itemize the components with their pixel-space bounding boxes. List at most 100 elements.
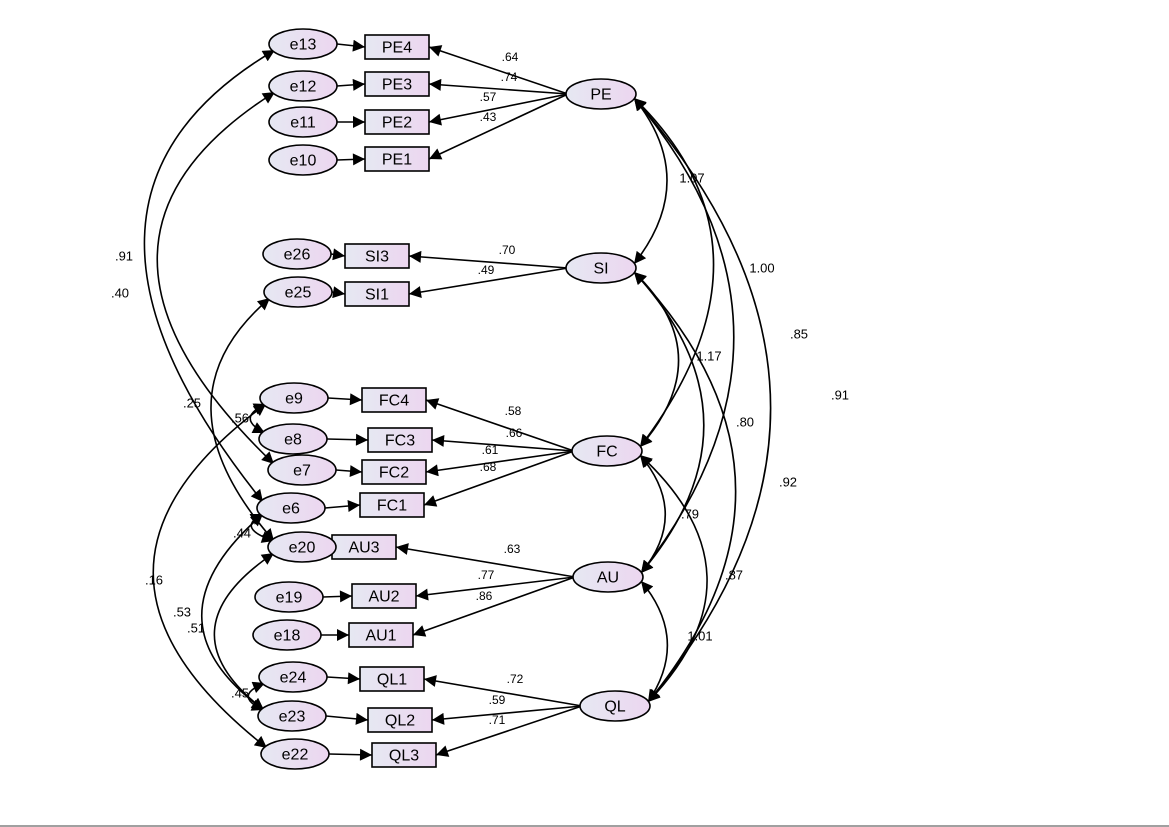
- observed-label: FC4: [379, 393, 409, 410]
- loading-arrow-si-si3: [408, 250, 569, 269]
- error-term-e12[interactable]: e12: [268, 70, 338, 102]
- error-arrow-e13: [336, 39, 366, 52]
- error-arrow-e23: [325, 712, 369, 725]
- covariance-e9-e22: [152, 403, 268, 749]
- error-arrow-e8: [326, 433, 369, 446]
- observed-variable-si3[interactable]: SI3: [344, 243, 410, 269]
- error-ellipse: [259, 382, 329, 414]
- error-term-e22[interactable]: e22: [260, 738, 330, 770]
- error-term-e13[interactable]: e13: [268, 28, 338, 60]
- covariance-label: .16: [145, 573, 163, 588]
- error-arrow-e12: [336, 78, 366, 91]
- observed-box: [364, 34, 430, 60]
- error-term-e7[interactable]: e7: [267, 454, 337, 486]
- loading-arrow-pe-pe3: [428, 78, 569, 95]
- latent-variable-si[interactable]: SI: [565, 252, 637, 284]
- observed-variable-au1[interactable]: AU1: [348, 622, 414, 648]
- error-term-e10[interactable]: e10: [268, 144, 338, 176]
- observed-variable-fc4[interactable]: FC4: [361, 387, 427, 413]
- observed-variable-si1[interactable]: SI1: [344, 281, 410, 307]
- observed-label: QL1: [377, 672, 407, 689]
- error-arrow-e7: [335, 465, 363, 478]
- loading-arrow-fc-fc4: [425, 398, 575, 452]
- error-term-e9[interactable]: e9: [259, 382, 329, 414]
- observed-variable-fc1[interactable]: FC1: [359, 492, 425, 518]
- latent-variable-au[interactable]: AU: [572, 561, 644, 593]
- observed-variable-fc3[interactable]: FC3: [367, 427, 433, 453]
- paths-layer: [143, 39, 772, 761]
- observed-label: PE3: [382, 77, 412, 94]
- observed-box: [361, 387, 427, 413]
- error-term-e19[interactable]: e19: [254, 581, 324, 613]
- observed-box: [364, 109, 430, 135]
- error-term-e26[interactable]: e26: [262, 238, 332, 270]
- loading-arrow-au-au1: [412, 576, 576, 637]
- covariance-label: .92: [779, 475, 797, 490]
- observed-label: PE2: [382, 115, 412, 132]
- loading-label: .58: [505, 404, 522, 418]
- error-term-e11[interactable]: e11: [268, 106, 338, 138]
- error-term-e6[interactable]: e6: [256, 492, 326, 524]
- latent-ellipse: [579, 690, 651, 722]
- observed-variable-fc2[interactable]: FC2: [361, 459, 427, 485]
- error-label: e6: [282, 501, 300, 518]
- error-label: e24: [280, 670, 307, 687]
- observed-label: AU3: [348, 540, 379, 557]
- error-label: e23: [279, 709, 306, 726]
- observed-variable-au3[interactable]: AU3: [331, 534, 397, 560]
- covariance-e6-e23: [201, 513, 265, 711]
- error-term-e20[interactable]: e20: [267, 531, 337, 563]
- covariance-label: .53: [173, 605, 191, 620]
- error-label: e8: [284, 432, 302, 449]
- error-ellipse: [268, 144, 338, 176]
- error-label: e13: [290, 37, 317, 54]
- observed-label: PE4: [382, 40, 412, 57]
- observed-variable-pe2[interactable]: PE2: [364, 109, 430, 135]
- error-term-e8[interactable]: e8: [258, 423, 328, 455]
- covariance-label: .45: [231, 686, 249, 701]
- latent-variable-pe[interactable]: PE: [565, 78, 637, 110]
- observed-variable-pe1[interactable]: PE1: [364, 146, 430, 172]
- observed-box: [359, 492, 425, 518]
- covariance-label: .85: [790, 327, 808, 342]
- error-arrow-e24: [326, 672, 361, 685]
- covariance-label: 1.07: [679, 171, 704, 186]
- observed-variable-pe4[interactable]: PE4: [364, 34, 430, 60]
- observed-box: [344, 243, 410, 269]
- covariance-au-ql: [640, 580, 669, 703]
- error-term-e18[interactable]: e18: [252, 619, 322, 651]
- loading-label: .74: [501, 70, 518, 84]
- covariance-si-ql: [633, 271, 737, 703]
- latent-ellipse: [571, 435, 643, 467]
- observed-variable-ql2[interactable]: QL2: [367, 707, 433, 733]
- loading-label: .43: [480, 110, 497, 124]
- error-term-e25[interactable]: e25: [263, 276, 333, 308]
- latent-ellipse: [565, 78, 637, 110]
- covariance-fc-ql: [639, 454, 708, 703]
- latent-label: QL: [604, 699, 625, 716]
- observed-variable-pe3[interactable]: PE3: [364, 71, 430, 97]
- error-label: e18: [274, 628, 301, 645]
- error-label: e10: [290, 153, 317, 170]
- covariance-e25-e20: [210, 297, 275, 542]
- loading-label: .77: [478, 568, 495, 582]
- loading-label: .59: [489, 693, 506, 707]
- latent-variable-ql[interactable]: QL: [579, 690, 651, 722]
- error-term-e23[interactable]: e23: [257, 700, 327, 732]
- covariance-pe-fc: [633, 97, 715, 448]
- observed-label: SI3: [365, 249, 389, 266]
- observed-variable-ql3[interactable]: QL3: [371, 742, 437, 768]
- latent-variable-fc[interactable]: FC: [571, 435, 643, 467]
- error-label: e11: [290, 115, 316, 132]
- error-arrow-e19: [322, 590, 353, 603]
- covariance-e9-e8: [249, 403, 267, 434]
- error-label: e20: [289, 540, 316, 557]
- covariance-label: .56: [231, 411, 249, 426]
- covariance-label: .91: [115, 249, 133, 264]
- observed-variable-au2[interactable]: AU2: [351, 583, 417, 609]
- covariance-e12-e7: [156, 91, 276, 465]
- observed-variable-ql1[interactable]: QL1: [359, 666, 425, 692]
- error-term-e24[interactable]: e24: [258, 661, 328, 693]
- error-ellipse: [254, 581, 324, 613]
